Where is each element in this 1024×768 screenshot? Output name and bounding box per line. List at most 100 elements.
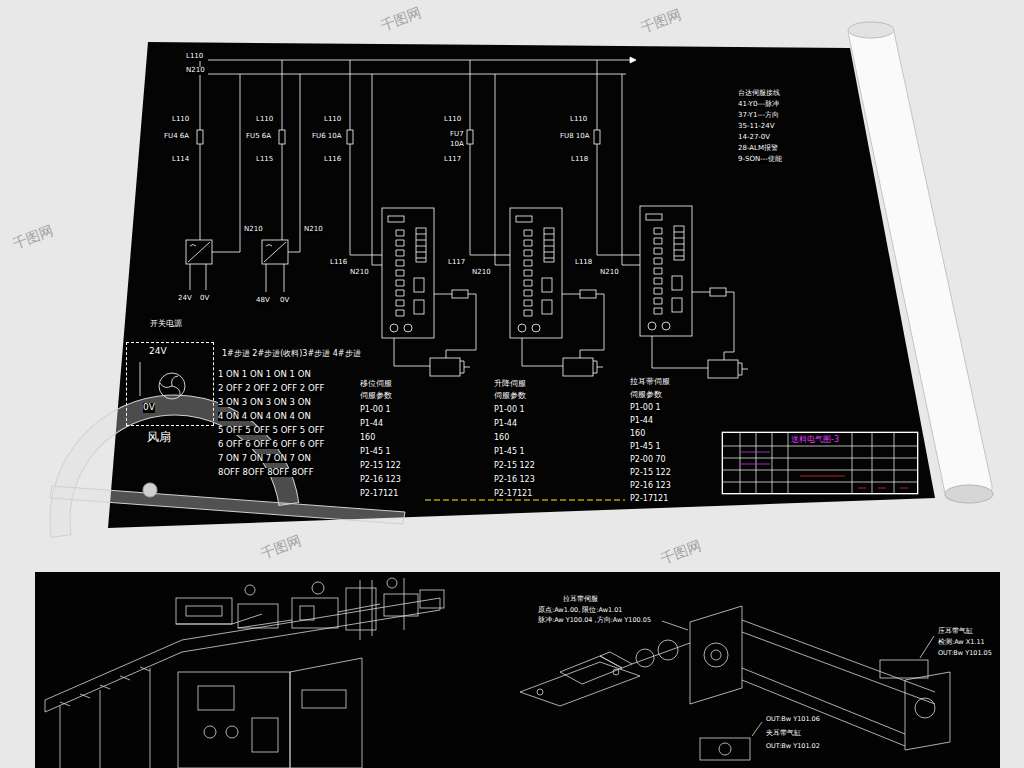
upright-plate <box>690 606 742 704</box>
note-text: 9-SON---使能 <box>738 156 782 164</box>
wire-label: L110 <box>186 53 203 61</box>
wire-label: FU4 6A <box>164 133 189 141</box>
io-callout: 检测:Aw X1.11 <box>938 639 985 646</box>
fan-box: 24V0V风扇 <box>126 342 214 426</box>
param-text: P1-45 1 <box>630 443 661 452</box>
hole <box>537 689 543 695</box>
servo-motor <box>563 358 593 376</box>
module <box>384 594 418 616</box>
dip-row: 5 OFF 5 OFF 5 OFF 5 OFF <box>218 426 324 435</box>
lower-panel <box>35 572 1000 768</box>
servo-motor <box>708 360 738 378</box>
roll-end <box>945 485 993 503</box>
wire-label: N210 <box>244 226 263 234</box>
module <box>420 590 444 608</box>
param-text: 拉耳带伺服 <box>630 378 670 387</box>
param-text: 伺服参数 <box>630 391 662 400</box>
io-callout: 夹耳带气缸 <box>766 730 801 737</box>
control-cabinet <box>178 672 290 768</box>
air-cylinder <box>880 660 928 678</box>
param-text: P1-45 1 <box>494 448 525 457</box>
param-text: P2-00 70 <box>630 456 666 465</box>
param-text: P1-44 <box>494 420 517 429</box>
fuse <box>197 130 203 144</box>
param-text: P2-16 123 <box>360 476 401 485</box>
cylinder <box>387 578 397 588</box>
wire-label: L110 <box>256 116 273 124</box>
wheel <box>719 743 731 755</box>
mechanism-detail <box>520 606 950 760</box>
fan-label: 风扇 <box>147 431 171 444</box>
wire-label: L116 <box>330 259 347 267</box>
fuse <box>594 130 600 144</box>
vent <box>302 690 346 708</box>
panel-door <box>252 718 278 752</box>
shaft <box>632 643 690 664</box>
module <box>176 598 232 624</box>
wire-label: L116 <box>324 156 341 164</box>
io-callout: 压耳带气缸 <box>938 628 973 635</box>
drawing-title: 送料电气图-3 <box>791 436 839 445</box>
wire-label: L110 <box>172 116 189 124</box>
dip-row: 2 OFF 2 OFF 2 OFF 2 OFF <box>218 384 324 393</box>
io-callout: OUT:Bw Y101.05 <box>938 650 992 657</box>
dip-row: 8OFF 8OFF 8OFF 8OFF <box>218 468 314 477</box>
motor-flange <box>600 652 632 668</box>
protractor-arm <box>50 486 405 524</box>
wire-label: 0V <box>200 295 209 303</box>
param-text: P1-00 1 <box>630 404 661 413</box>
wire-label: L117 <box>444 156 461 164</box>
param-text: 伺服参数 <box>360 392 392 401</box>
wire-label: 48V <box>256 297 270 305</box>
param-text: P1-45 1 <box>360 448 391 457</box>
wire-label: N210 <box>304 226 323 234</box>
param-text: 升降伺服 <box>494 380 526 389</box>
param-text: 160 <box>630 430 645 439</box>
drawing-sheet <box>108 42 935 528</box>
protractor-pivot <box>143 483 157 497</box>
title-cells <box>722 432 918 494</box>
param-text: P1-00 1 <box>494 406 525 415</box>
encoder-plug <box>580 290 596 298</box>
touch-screen <box>198 686 234 710</box>
param-text: P2-16 123 <box>630 482 671 491</box>
posts <box>176 578 404 640</box>
servo-driver <box>382 208 434 338</box>
protractor <box>34 379 405 538</box>
io-callout: 脉冲:Aw Y100.04 ,方向:Aw Y100.05 <box>538 617 651 624</box>
io-callout: 原点:Aw1.00, 限位:Aw1.01 <box>538 607 622 614</box>
wire-label: L114 <box>172 156 189 164</box>
fan-label: 24V <box>149 347 167 357</box>
roll-end <box>848 22 894 38</box>
param-text: P1-44 <box>360 420 383 429</box>
button <box>204 726 216 738</box>
wire-label: FU6 10A <box>312 133 342 141</box>
note-text: 41-Y0---脉冲 <box>738 101 779 109</box>
schematic <box>140 57 748 399</box>
machine-drawing <box>45 578 444 768</box>
pulley <box>704 643 728 667</box>
param-text: 移位伺服 <box>360 380 392 389</box>
motor-shaft <box>460 361 748 375</box>
end-block <box>905 672 950 750</box>
wire-label: L117 <box>448 259 465 267</box>
cylinder <box>312 582 324 594</box>
paper-roll <box>848 25 992 502</box>
note-text: 14-27-0V <box>738 134 770 142</box>
wire-label: L110 <box>444 116 461 124</box>
pulley-hub <box>711 650 721 660</box>
dip-row: 1 ON 1 ON 1 ON 1 ON <box>218 370 311 379</box>
wires <box>140 60 734 396</box>
param-text: 伺服参数 <box>494 392 526 401</box>
bus-arrow <box>630 57 636 63</box>
dip-row: 4 ON 4 ON 4 ON 4 ON <box>218 412 311 421</box>
psu-symbol <box>188 242 286 262</box>
wire-label: FU8 10A <box>560 133 590 141</box>
title-block: 送料电气图-3 <box>722 432 918 494</box>
module <box>292 598 338 628</box>
button <box>226 726 238 738</box>
wire-label: N210 <box>186 67 205 75</box>
param-text: P2-15 122 <box>360 462 401 471</box>
table-header: 1#步进 2#步进(收料)3#步进 4#步进 <box>222 350 361 359</box>
dip-row: 7 ON 7 ON 7 ON 7 ON <box>218 454 311 463</box>
